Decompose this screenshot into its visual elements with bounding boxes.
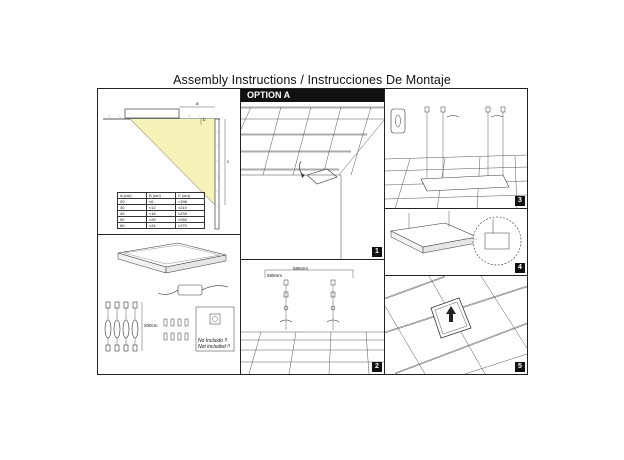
table-row: 30 ≈12 ≈210 bbox=[117, 204, 205, 211]
document-title: Assembly Instructions / Instrucciones De… bbox=[173, 73, 451, 87]
table-cell: ≈24 bbox=[146, 222, 176, 229]
panel-step-3: 3 bbox=[385, 89, 527, 209]
not-included-note-es: No Incluido !! bbox=[198, 338, 228, 344]
dimension-b-label: b bbox=[203, 117, 206, 122]
step-number-4: 4 bbox=[515, 263, 525, 273]
panel-light-distance: a c b A (cm) B (cm) C (cm) 20 ≈6 ≈196 30… bbox=[98, 89, 241, 235]
step-number-3: 3 bbox=[515, 196, 525, 206]
table-row: 60 ≈24 ≈270 bbox=[117, 222, 205, 229]
panel-step-2: 585mm 585mm 2 bbox=[241, 260, 385, 374]
step-2-width-label: 585mm bbox=[293, 266, 309, 271]
step-2-illustration bbox=[241, 269, 384, 374]
dimension-a-label: a bbox=[196, 101, 199, 106]
step-number-5: 5 bbox=[515, 362, 525, 372]
panel-step-5: 5 bbox=[385, 276, 527, 374]
option-a-header: OPTION A bbox=[241, 89, 384, 102]
instruction-sheet: a c b A (cm) B (cm) C (cm) 20 ≈6 ≈196 30… bbox=[97, 88, 528, 375]
step-4-illustration bbox=[390, 211, 522, 266]
panel-step-1: OPTION A bbox=[241, 89, 385, 260]
step-number-2: 2 bbox=[372, 362, 382, 372]
cable-length-label: 200cm bbox=[144, 323, 158, 328]
step-number-1: 1 bbox=[372, 247, 382, 257]
step-2-small-label: 585mm bbox=[267, 273, 283, 278]
table-cell: ≈270 bbox=[175, 222, 205, 229]
dimension-c-label: c bbox=[227, 159, 230, 164]
light-distance-diagram bbox=[103, 106, 226, 230]
not-included-note-en: Not included !! bbox=[198, 344, 230, 350]
parts-illustration bbox=[104, 242, 235, 352]
step-1-illustration bbox=[241, 106, 384, 259]
step-3-illustration bbox=[385, 106, 527, 208]
panel-parts-list: 200cm No Incluido !! Not included !! bbox=[98, 235, 241, 374]
step-5-illustration bbox=[385, 276, 527, 374]
panel-step-4: 4 bbox=[385, 209, 527, 276]
table-cell: 60 bbox=[117, 222, 147, 229]
dimension-table: A (cm) B (cm) C (cm) 20 ≈6 ≈196 30 ≈12 ≈… bbox=[117, 192, 205, 229]
